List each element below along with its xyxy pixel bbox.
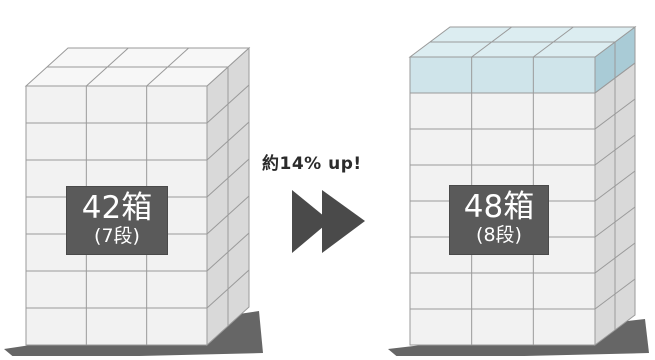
before-tier-count: (7段)	[94, 225, 140, 247]
before-stack-label: 42箱 (7段)	[67, 187, 167, 254]
after-stack-label: 48箱 (8段)	[450, 186, 548, 254]
after-box-count: 48箱	[463, 189, 535, 225]
after-tier-count: (8段)	[476, 224, 522, 246]
before-box-count: 42箱	[81, 190, 153, 226]
double-chevron-right-icon	[292, 190, 330, 253]
after-added-tier-front	[409, 56, 596, 94]
double-chevron-right-icon-second	[322, 190, 365, 253]
increase-label: 約14% up!	[262, 154, 362, 174]
